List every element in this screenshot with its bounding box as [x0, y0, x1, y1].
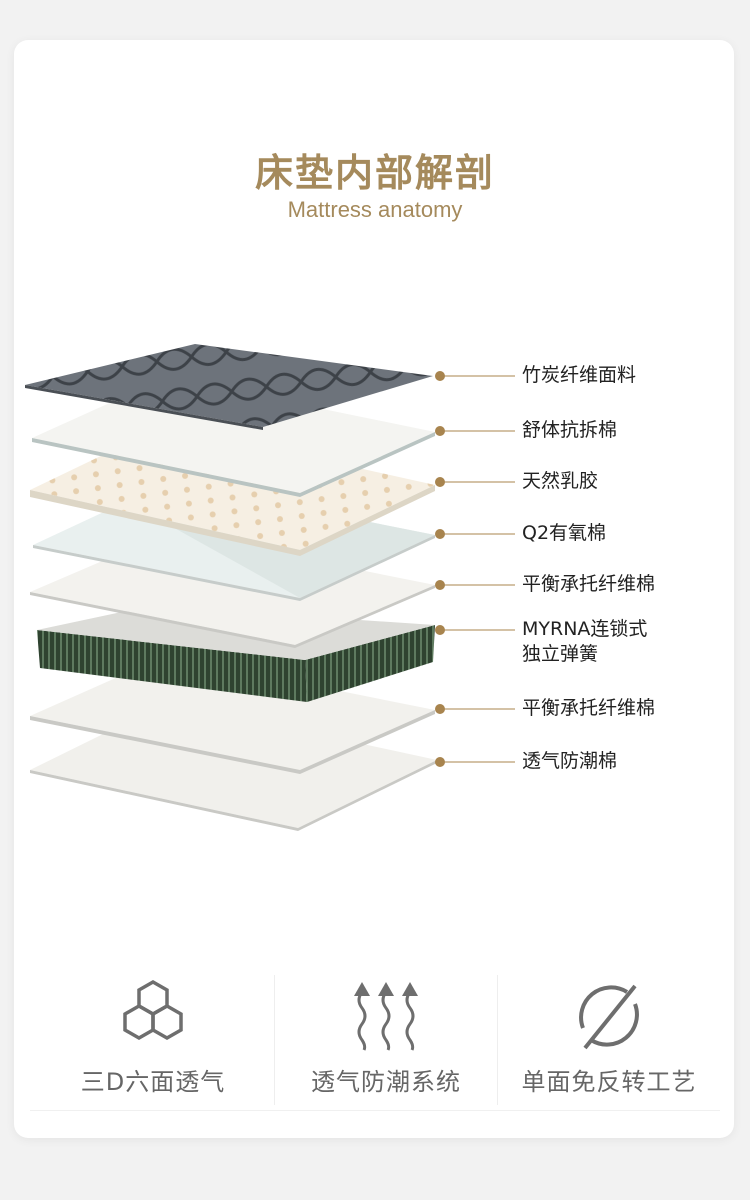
- layer-label: Q2有氧棉: [522, 522, 607, 544]
- feature-label: 透气防潮系统: [311, 1068, 461, 1096]
- page-title: 床垫内部解剖: [254, 151, 495, 195]
- layer-label: 舒体抗拆棉: [522, 419, 618, 441]
- layer-label: 竹炭纤维面料: [522, 364, 637, 386]
- no-flip-icon: [579, 984, 639, 1050]
- layer-label: 天然乳胶: [522, 470, 599, 492]
- divider: [274, 975, 275, 1105]
- label-connectors: [435, 371, 515, 767]
- layer-label-line2: 独立弹簧: [522, 643, 599, 665]
- hexagon-icon: [123, 979, 183, 1041]
- feature-no-flip: 单面免反转工艺: [498, 970, 720, 1110]
- feature-moisture-system: 透气防潮系统: [275, 970, 497, 1110]
- feature-label: 单面免反转工艺: [521, 1068, 697, 1096]
- page-subtitle: Mattress anatomy: [287, 197, 463, 222]
- feature-label: 三D六面透气: [80, 1068, 226, 1096]
- layer-label: 平衡承托纤维棉: [522, 573, 656, 595]
- layer-bamboo-charcoal-fabric: [25, 344, 433, 430]
- layer-label: MYRNA连锁式: [522, 618, 648, 640]
- feature-3d-breathable: 三D六面透气: [42, 970, 264, 1110]
- wavy-arrows-icon: [354, 982, 418, 1051]
- divider: [497, 975, 498, 1105]
- layer-label: 透气防潮棉: [522, 750, 618, 772]
- layer-fiber-cotton-lower: [30, 656, 435, 774]
- mattress-layers-diagram: [25, 344, 515, 831]
- layer-label: 平衡承托纤维棉: [522, 697, 656, 719]
- divider: [30, 1110, 720, 1111]
